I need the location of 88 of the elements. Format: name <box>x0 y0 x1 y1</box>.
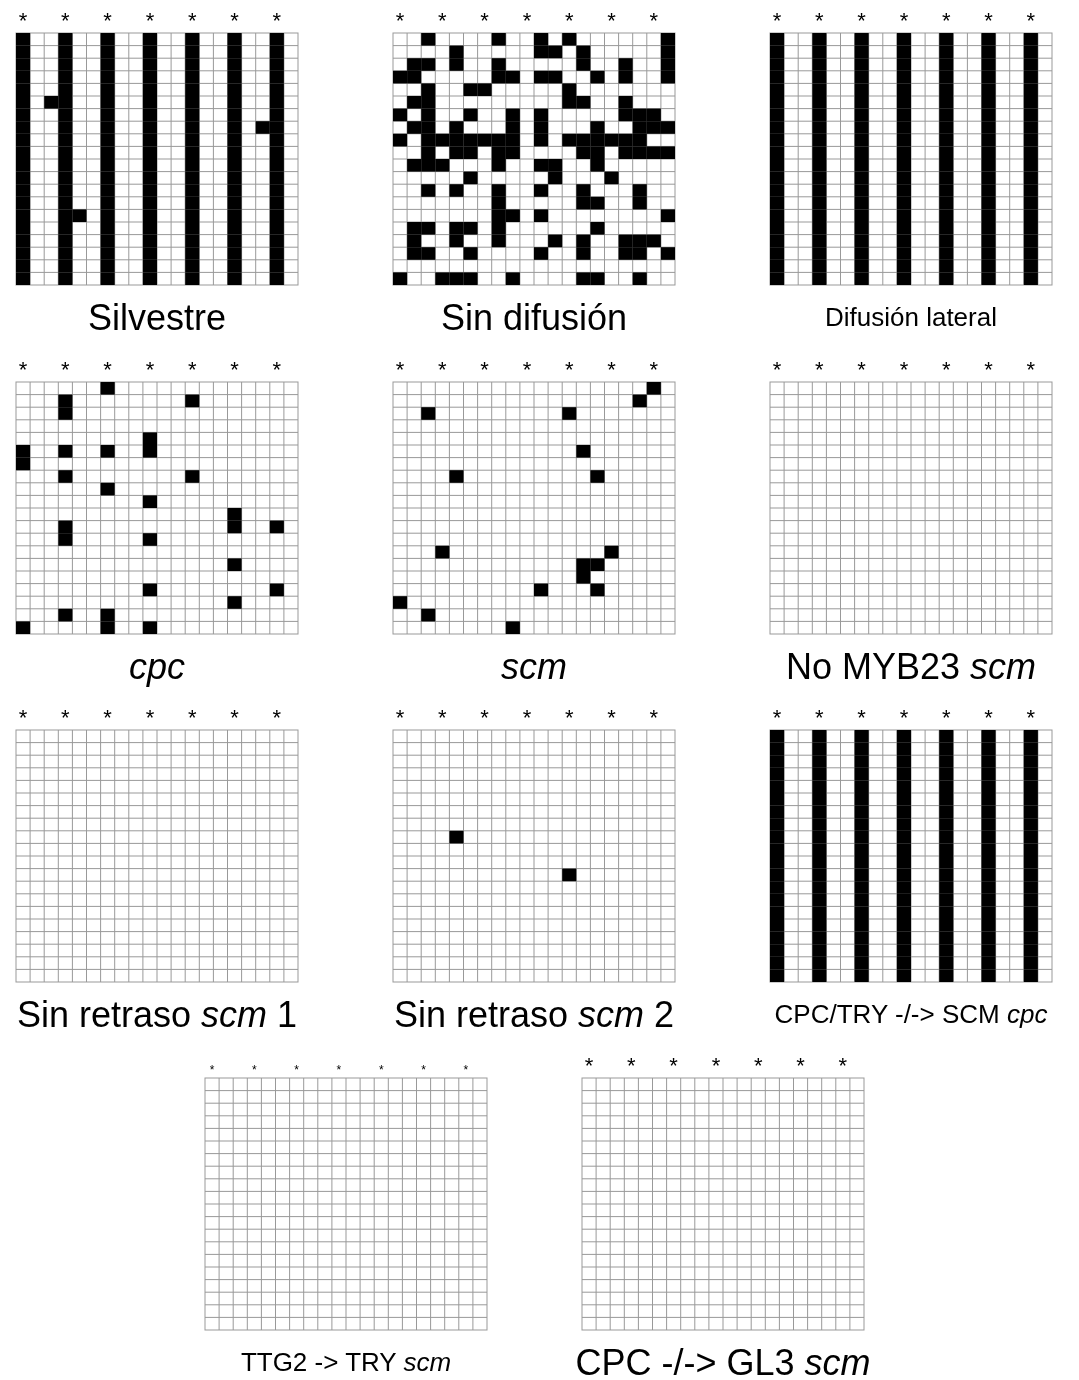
asterisk-mark: * <box>187 707 197 730</box>
panel-caption: Difusión lateral <box>825 303 997 333</box>
asterisk-mark: * <box>103 707 112 730</box>
asterisk-mark: * <box>230 10 239 33</box>
asterisk-mark: * <box>18 707 28 730</box>
asterisk-mark: * <box>984 359 993 382</box>
asterisk-mark: * <box>607 10 616 33</box>
asterisk-mark: * <box>941 359 951 382</box>
panel-caption: scm <box>501 646 567 688</box>
asterisk-mark: * <box>272 359 282 382</box>
asterisk-mark: * <box>336 1063 342 1076</box>
asterisk-mark: * <box>627 1055 636 1078</box>
asterisk-mark: * <box>796 1055 805 1078</box>
asterisk-mark: * <box>607 707 616 730</box>
asterisk-mark: * <box>438 707 447 730</box>
panel-caption: No MYB23 scm <box>785 646 1037 688</box>
asterisk-mark: * <box>421 1063 426 1076</box>
asterisk-mark: * <box>941 707 951 730</box>
asterisk-mark: * <box>395 707 405 730</box>
asterisk-mark: * <box>815 707 824 730</box>
panel-caption: TTG2 -> TRY scm <box>240 1348 452 1378</box>
panel-caption: Silvestre <box>88 297 226 339</box>
asterisk-mark: * <box>564 707 574 730</box>
asterisk-mark: * <box>984 707 993 730</box>
asterisk-mark: * <box>772 10 782 33</box>
panel-caption: Sin retraso scm 1 <box>16 994 298 1036</box>
asterisk-mark: * <box>145 10 155 33</box>
asterisk-mark: * <box>61 359 70 382</box>
asterisk-mark: * <box>18 359 28 382</box>
asterisk-mark: * <box>984 10 993 33</box>
asterisk-mark: * <box>1026 10 1036 33</box>
asterisk-mark: * <box>815 359 824 382</box>
asterisk-mark: * <box>187 10 197 33</box>
asterisk-mark: * <box>857 707 866 730</box>
asterisk-mark: * <box>378 1063 384 1076</box>
asterisk-mark: * <box>438 359 447 382</box>
asterisk-mark: * <box>480 10 489 33</box>
asterisk-mark: * <box>649 359 659 382</box>
asterisk-mark: * <box>61 10 70 33</box>
asterisk-mark: * <box>103 359 112 382</box>
asterisk-mark: * <box>522 10 532 33</box>
asterisk-mark: * <box>772 359 782 382</box>
asterisk-mark: * <box>899 707 909 730</box>
asterisk-mark: * <box>395 10 405 33</box>
panel-caption: CPC/TRY -/-> SCM cpc <box>774 1000 1048 1030</box>
asterisk-mark: * <box>711 1055 721 1078</box>
panel-caption: CPC -/-> GL3 scm <box>575 1342 871 1380</box>
asterisk-mark: * <box>838 1055 848 1078</box>
asterisk-mark: * <box>857 10 866 33</box>
asterisk-mark: * <box>899 359 909 382</box>
panel-caption: Sin difusión <box>440 297 628 339</box>
asterisk-mark: * <box>463 1063 469 1076</box>
asterisk-mark: * <box>753 1055 763 1078</box>
asterisk-mark: * <box>294 1063 299 1076</box>
asterisk-mark: * <box>522 707 532 730</box>
asterisk-mark: * <box>1026 707 1036 730</box>
asterisk-mark: * <box>272 10 282 33</box>
asterisk-mark: * <box>941 10 951 33</box>
asterisk-mark: * <box>584 1055 594 1078</box>
asterisk-mark: * <box>438 10 447 33</box>
asterisk-mark: * <box>272 707 282 730</box>
asterisk-mark: * <box>252 1063 257 1076</box>
asterisk-mark: * <box>564 359 574 382</box>
asterisk-mark: * <box>607 359 616 382</box>
panel-caption: Sin retraso scm 2 <box>393 994 675 1036</box>
asterisk-mark: * <box>61 707 70 730</box>
asterisk-mark: * <box>187 359 197 382</box>
asterisk-mark: * <box>522 359 532 382</box>
asterisk-mark: * <box>1026 359 1036 382</box>
asterisk-mark: * <box>649 707 659 730</box>
asterisk-mark: * <box>145 707 155 730</box>
asterisk-mark: * <box>209 1063 215 1076</box>
asterisk-mark: * <box>480 707 489 730</box>
asterisk-mark: * <box>230 707 239 730</box>
asterisk-mark: * <box>103 10 112 33</box>
asterisk-mark: * <box>772 707 782 730</box>
asterisk-mark: * <box>564 10 574 33</box>
asterisk-mark: * <box>899 10 909 33</box>
asterisk-mark: * <box>649 10 659 33</box>
asterisk-mark: * <box>815 10 824 33</box>
asterisk-mark: * <box>395 359 405 382</box>
asterisk-mark: * <box>857 359 866 382</box>
asterisk-mark: * <box>18 10 28 33</box>
asterisk-mark: * <box>145 359 155 382</box>
panel-caption: cpc <box>129 646 185 688</box>
asterisk-mark: * <box>480 359 489 382</box>
asterisk-mark: * <box>669 1055 678 1078</box>
asterisk-mark: * <box>230 359 239 382</box>
